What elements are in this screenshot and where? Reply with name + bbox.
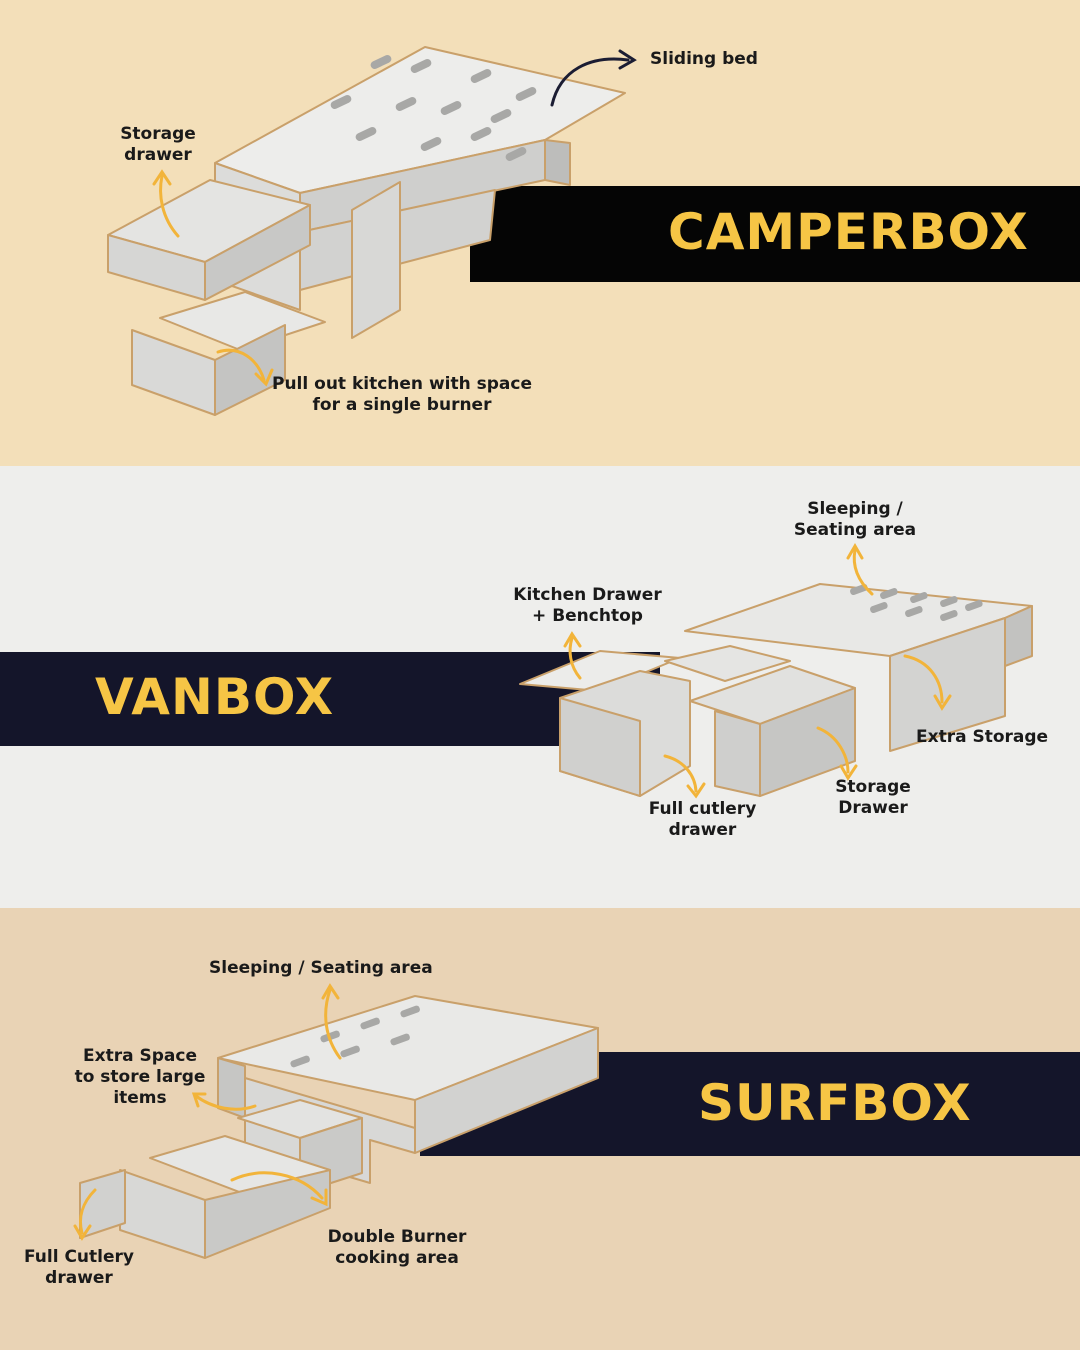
label-extra-space-line2: to store large [74,1067,206,1087]
label-storage-drawer-line1: Storage [120,124,196,144]
label-storage-drawer: Storage drawer [108,124,208,166]
label-full-cutlery-line2: drawer [45,1268,113,1288]
label-extra-space-line3: items [113,1088,167,1108]
label-sleeping-seating-area: Sleeping / Seating area [209,958,433,978]
label-extra-storage: Extra Storage [916,727,1049,747]
label-storage-drawer: Storage Drawer [823,777,923,819]
label-full-cutlery-line1: Full Cutlery [24,1247,134,1267]
camperbox-illustration [107,46,637,416]
label-storage-drawer-line2: drawer [124,145,192,165]
vanbox-illustration [519,543,1033,799]
label-kitchen-drawer-benchtop: Kitchen Drawer + Benchtop [510,585,665,627]
label-sleeping-seating: Sleeping / Seating area [790,499,920,541]
label-double-burner-line1: Double Burner [327,1227,467,1247]
camperbox-title-band [470,186,1080,282]
label-pull-out-kitchen-line2: for a single burner [312,395,492,415]
surfbox-illustration [73,983,599,1259]
vanbox-title-band [0,652,660,746]
label-storage-drawer-line1: Storage [835,777,911,797]
label-full-cutlery-drawer: Full cutlery drawer [640,799,765,841]
surfbox-title: SURFBOX [698,1074,972,1132]
label-sleeping-seating-line1: Sleeping / [807,499,903,519]
label-sliding-bed: Sliding bed [650,49,758,69]
label-extra-space-line1: Extra Space [83,1046,197,1066]
camperbox-title: CAMPERBOX [668,203,1029,261]
label-extra-space: Extra Space to store large items [70,1046,210,1109]
vanbox-title: VANBOX [95,668,335,726]
camperbox-panel: CAMPERBOX Sliding bed Storage drawer Pul… [0,0,1080,466]
label-double-burner-line2: cooking area [335,1248,459,1268]
label-pull-out-kitchen: Pull out kitchen with space for a single… [270,374,534,416]
label-kitchen-drawer-line2: + Benchtop [532,606,643,626]
label-pull-out-kitchen-line1: Pull out kitchen with space [272,374,532,394]
vanbox-panel: VANBOX Sleeping / Seating area Kitchen D… [0,466,1080,908]
surfbox-panel: SURFBOX Sleeping / Seating area Extra Sp… [0,908,1080,1350]
label-sleeping-seating-line2: Seating area [793,520,917,540]
label-storage-drawer-line2: Drawer [838,798,908,818]
label-kitchen-drawer-line1: Kitchen Drawer [513,585,662,605]
label-full-cutlery-drawer: Full Cutlery drawer [20,1247,138,1289]
label-double-burner: Double Burner cooking area [322,1227,472,1269]
label-full-cutlery-line1: Full cutlery [648,799,757,819]
label-full-cutlery-line2: drawer [668,820,737,840]
